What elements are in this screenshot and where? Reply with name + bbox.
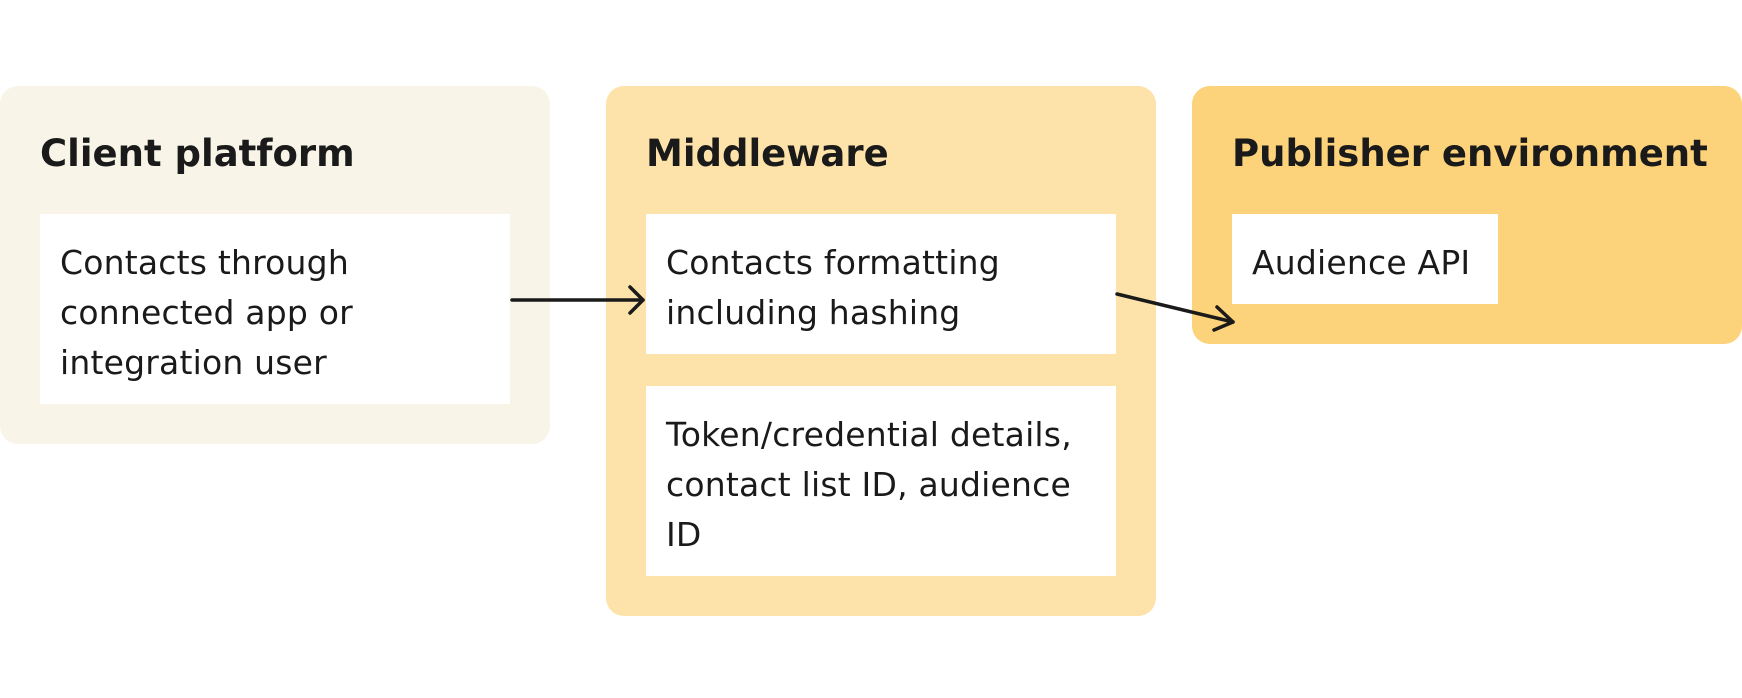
- middleware-title: Middleware: [646, 132, 889, 175]
- publisher-environment-group: Publisher environment Audience API: [1192, 86, 1742, 344]
- contacts-source-card: Contacts through connected app or integr…: [40, 214, 510, 404]
- audience-api-card: Audience API: [1232, 214, 1498, 304]
- client-platform-title: Client platform: [40, 132, 355, 175]
- token-credential-card: Token/credential details, contact list I…: [646, 386, 1116, 576]
- contacts-formatting-card: Contacts formatting including hashing: [646, 214, 1116, 354]
- client-platform-group: Client platform Contacts through connect…: [0, 86, 550, 444]
- middleware-group: Middleware Contacts formatting including…: [606, 86, 1156, 616]
- publisher-environment-title: Publisher environment: [1232, 132, 1708, 175]
